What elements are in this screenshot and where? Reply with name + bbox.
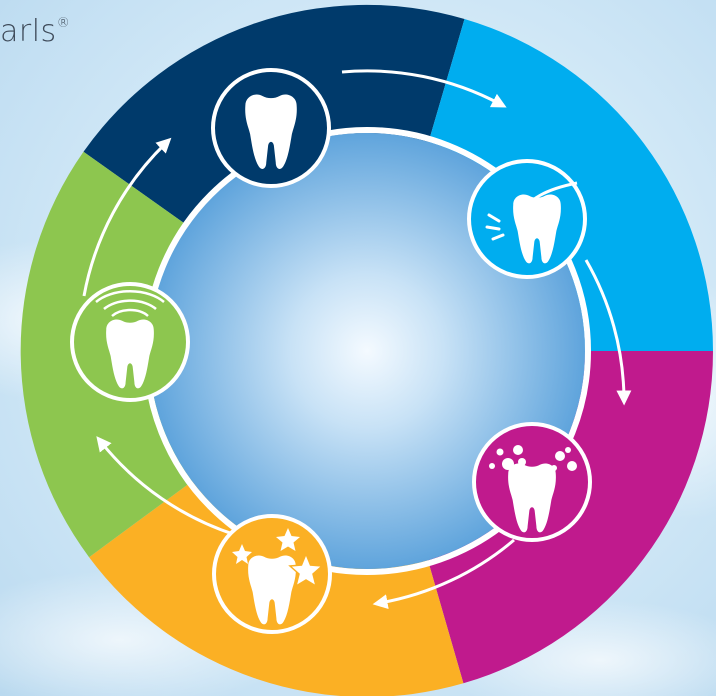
arrow-bottom-to-left (96, 436, 237, 537)
arrow-top-to-upper-right (341, 69, 507, 108)
tooth-waves-icon (95, 290, 165, 389)
cycle-arrows (82, 69, 632, 610)
tooth-sparkle-icon (232, 528, 324, 625)
tooth-bubbles-icon (489, 445, 577, 533)
brand-text: arls (0, 14, 57, 49)
arrow-upper-right-to-lower-right (584, 259, 632, 406)
node-top (211, 68, 331, 188)
node-bottom (212, 514, 332, 634)
node-upper-right (467, 159, 587, 279)
registered-mark: ® (56, 16, 71, 31)
node-lower-right (472, 422, 592, 542)
brand-logo-fragment: arls® (0, 14, 70, 49)
arrow-left-to-top (82, 137, 172, 297)
tooth-cleaning-icon (485, 181, 578, 264)
arrow-lower-right-to-bottom (372, 538, 515, 610)
node-left (70, 282, 190, 402)
